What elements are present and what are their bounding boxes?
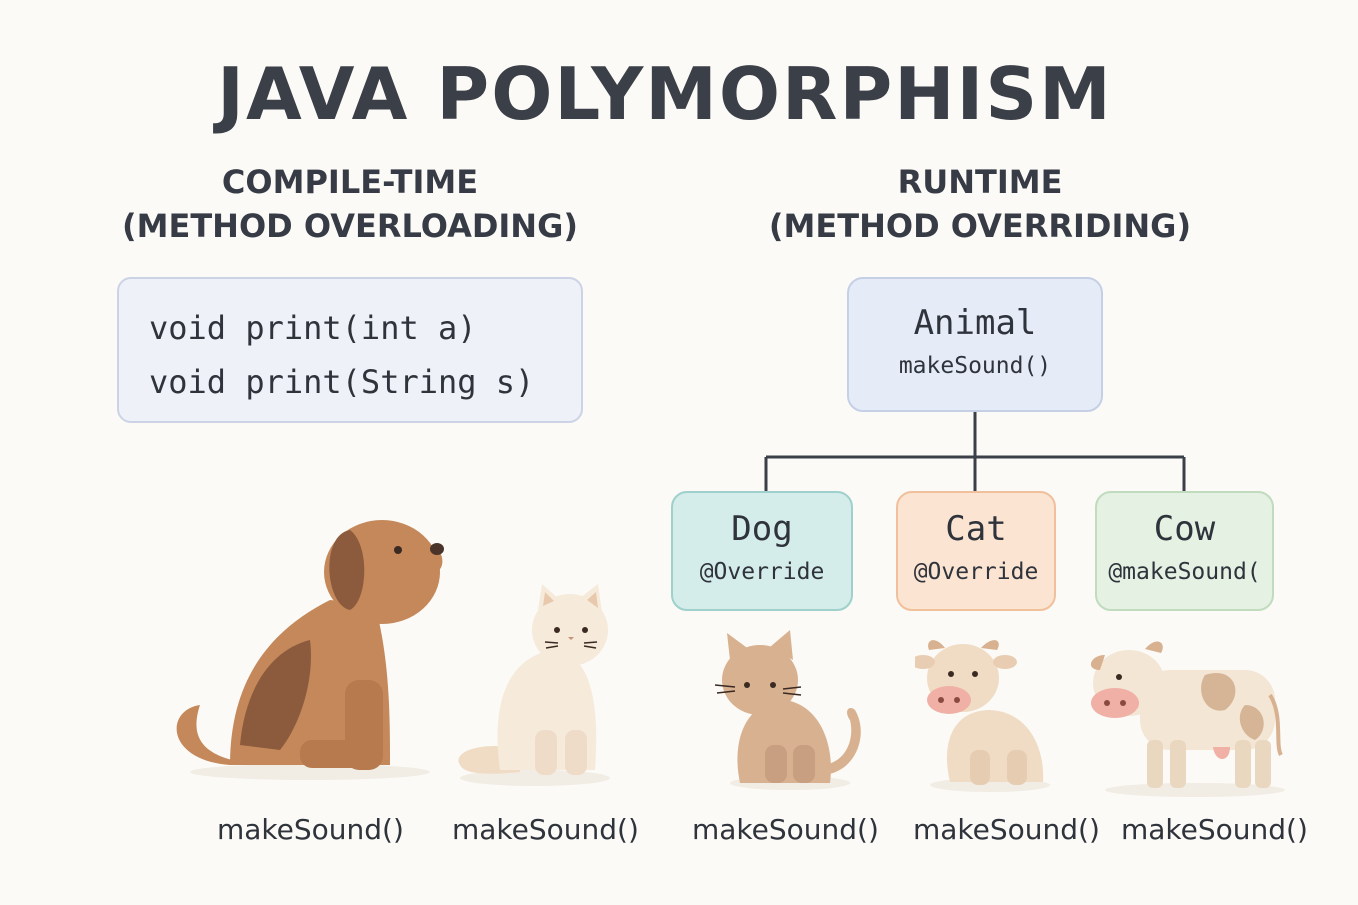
runtime-heading: RUNTIME (METHOD OVERRIDING) [730,160,1230,248]
code-line: void print(String s) [149,363,535,401]
animal-class-box: Animal makeSound() [847,277,1103,412]
page-title: JAVA POLYMORPHISM [217,52,1113,136]
dog-class-box: Dog @Override [671,491,853,611]
animal-class-name: Animal [913,303,1037,343]
make-sound-label: makeSound() [913,813,1100,846]
animal-class-method: makeSound() [898,353,1052,379]
code-line: void print(int a) [149,309,477,347]
cow-class-box: Cow @makeSound( [1095,491,1274,611]
cat-class-annotation: @Override [913,559,1039,585]
cow-class-name: Cow [1153,509,1216,549]
compile-time-heading-line2: (METHOD OVERLOADING) [122,207,578,245]
make-sound-label: makeSound() [217,813,404,846]
cow-illustration [915,640,1050,792]
make-sound-label: makeSound() [1121,813,1308,846]
dog-illustration [176,520,444,780]
cat-class-box: Cat @Override [896,491,1056,611]
cat-illustration [458,584,610,786]
cat-illustration [714,630,861,790]
runtime-heading-line1: RUNTIME [897,163,1063,201]
compile-time-heading: COMPILE-TIME (METHOD OVERLOADING) [100,160,600,248]
dog-class-annotation: @Override [699,559,825,585]
dog-class-name: Dog [731,509,793,549]
compile-time-heading-line1: COMPILE-TIME [221,163,479,201]
make-sound-label: makeSound() [452,813,639,846]
make-sound-label: makeSound() [692,813,879,846]
cow-class-annotation: @makeSound( [1108,559,1261,585]
overloading-code-box: void print(int a) void print(String s) [117,277,583,423]
runtime-heading-line2: (METHOD OVERRIDING) [768,207,1192,245]
cow-illustration [1090,641,1285,797]
cat-class-name: Cat [945,509,1007,549]
